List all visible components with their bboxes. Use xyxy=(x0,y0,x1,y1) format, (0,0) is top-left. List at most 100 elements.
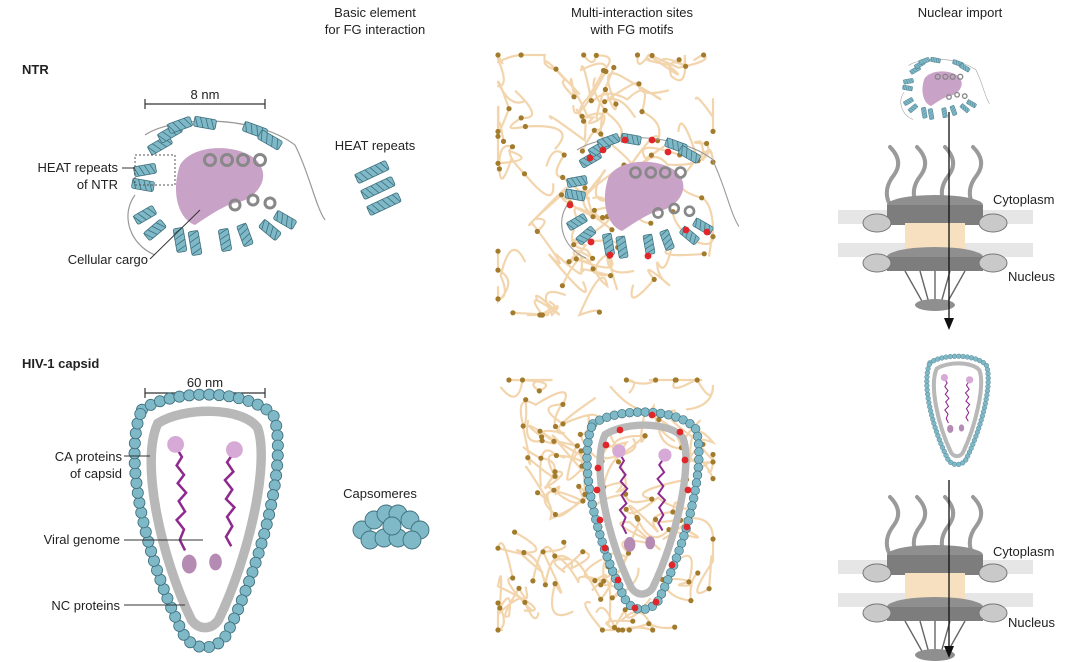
fg-motif-dot xyxy=(509,144,516,150)
fg-motif-dot xyxy=(566,259,572,265)
helix-turns xyxy=(928,108,934,120)
fg-motif-dot xyxy=(495,267,501,273)
fg-motif-dot xyxy=(626,627,632,633)
ca-protein xyxy=(983,396,989,402)
fg-motif-dot xyxy=(576,483,582,489)
hiv-scale-label: 60 nm xyxy=(186,375,224,390)
ca-protein xyxy=(583,476,594,486)
heat-helix xyxy=(236,222,254,247)
fg-motif-dot xyxy=(496,166,502,172)
fg-motif-dot xyxy=(561,539,567,545)
helix-turns xyxy=(578,152,602,167)
import-arrowhead-bottom xyxy=(944,646,954,658)
fg-motif-dot xyxy=(506,377,512,383)
fg-motif-dot xyxy=(558,192,565,198)
fg-motif-dot xyxy=(523,397,529,403)
fg-motif-dot xyxy=(611,624,618,631)
fg-contact-dot xyxy=(682,226,690,234)
fg-motif-dot xyxy=(598,596,604,602)
ntr-ring xyxy=(957,73,964,80)
genome-cap xyxy=(658,448,672,462)
ca-proteins-label: CA proteins of capsid xyxy=(54,449,122,481)
basket-strut xyxy=(919,270,930,304)
helix-turns xyxy=(616,235,628,258)
genome-cap xyxy=(612,444,626,458)
heat-helix xyxy=(132,163,157,177)
fg-motif-dot xyxy=(537,428,543,434)
ntr-ring xyxy=(961,93,968,100)
helix-turns xyxy=(218,227,232,251)
fg-fiber xyxy=(675,378,715,411)
helix-turns xyxy=(950,104,957,116)
fg-motif-dot xyxy=(598,131,604,137)
heat-helix xyxy=(918,57,931,65)
heat-helix xyxy=(966,99,977,109)
fg-fiber xyxy=(577,251,635,317)
ntr-import xyxy=(900,56,990,120)
basket-ring xyxy=(915,649,955,661)
fg-fiber xyxy=(603,81,670,118)
basket-strut xyxy=(904,270,924,304)
ca-protein xyxy=(982,400,988,407)
fg-motif-dot xyxy=(591,207,598,213)
ca-protein xyxy=(947,354,953,360)
fg-motif-dot xyxy=(495,296,501,302)
genome-cap xyxy=(226,441,243,459)
fg-contact-dot xyxy=(681,456,689,464)
ca-protein xyxy=(984,388,991,394)
helix-turns xyxy=(960,103,969,113)
fg-motif-dot xyxy=(653,377,659,383)
fg-motif-dot xyxy=(603,68,609,75)
helix-turns xyxy=(194,116,215,130)
ca-protein xyxy=(985,379,991,385)
fg-motif-dot xyxy=(540,549,546,555)
heat-helix xyxy=(642,233,656,256)
fg-motif-dot xyxy=(573,256,579,262)
fg-fiber xyxy=(513,531,574,586)
fg-motif-dot xyxy=(578,448,584,454)
fg-fiber xyxy=(509,90,564,150)
fg-motif-dot xyxy=(710,476,716,482)
fg-contact-dot xyxy=(684,486,692,494)
helix-turns xyxy=(902,84,912,92)
fg-motif-dot xyxy=(536,388,542,394)
ca-protein xyxy=(213,389,226,402)
helix-body xyxy=(907,103,919,113)
fg-contact-dot xyxy=(587,238,595,246)
fg-contact-dot xyxy=(593,486,601,494)
fg-motif-dot xyxy=(495,248,501,254)
ca-protein xyxy=(617,408,627,419)
ca-protein xyxy=(219,630,232,643)
fg-motif-dot xyxy=(639,109,645,115)
helix-turns xyxy=(354,162,389,183)
fg-motif-dot xyxy=(539,438,545,444)
fg-fiber xyxy=(496,53,581,95)
helix-turns xyxy=(643,233,655,255)
pore-scaffold xyxy=(887,205,983,225)
nuclear-pore-bottom xyxy=(838,495,1033,661)
helix-turns xyxy=(930,56,940,64)
nc-protein xyxy=(958,424,965,432)
ca-protein xyxy=(589,507,599,517)
ca-protein xyxy=(924,374,930,380)
heat-helix xyxy=(692,217,714,236)
fg-motif-dot xyxy=(538,455,544,461)
fg-fiber xyxy=(496,80,525,143)
cytoplasmic-filament xyxy=(884,145,901,207)
fg-motif-dot xyxy=(590,266,596,272)
fg-motif-dot xyxy=(500,138,507,144)
fg-motif-dot xyxy=(642,433,648,439)
ca-protein xyxy=(582,453,592,463)
fg-motif-dot xyxy=(590,214,596,220)
helix-turns xyxy=(909,66,921,74)
fg-motif-dot xyxy=(552,553,558,559)
ca-protein xyxy=(985,384,991,390)
fg-motif-dot xyxy=(581,52,587,58)
helix-turns xyxy=(146,137,173,154)
ntr-ring xyxy=(942,73,949,80)
pore-scaffold-lower xyxy=(887,257,983,271)
fg-motif-dot xyxy=(553,452,560,459)
fg-motif-dot xyxy=(574,443,580,449)
ntr-ring xyxy=(946,94,952,100)
ntr-ring xyxy=(674,166,687,179)
